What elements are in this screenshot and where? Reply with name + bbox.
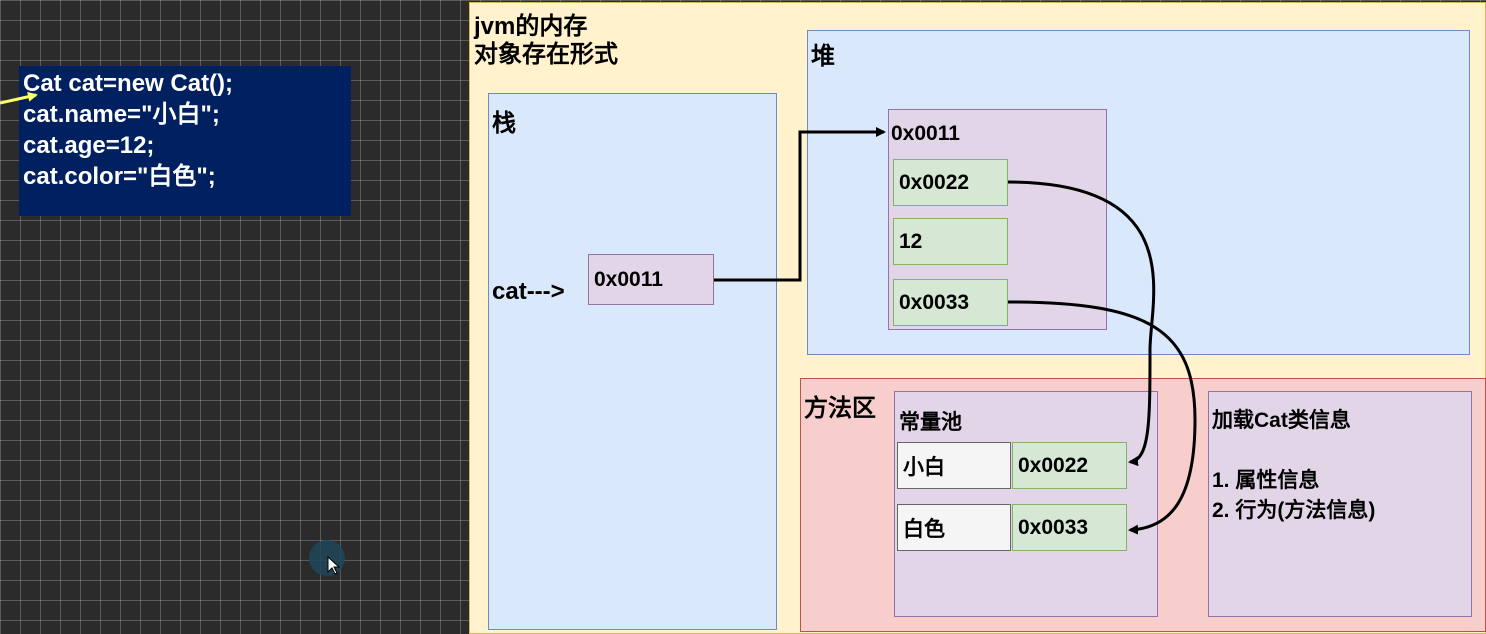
constant-pool-label: 常量池 (899, 411, 962, 434)
code-snippet: Cat cat=new Cat(); cat.name="小白"; cat.ag… (19, 66, 351, 216)
color-reference-arrow (1007, 300, 1197, 535)
constant-address: 0x0022 (1012, 442, 1127, 489)
name-reference-arrow (1007, 180, 1156, 467)
stack-variable-label: cat---> (492, 278, 565, 305)
stack-cat-reference: 0x0011 (588, 254, 714, 305)
code-line: cat.name="小白"; (23, 101, 220, 128)
stack-label: 栈 (492, 110, 516, 137)
code-line: cat.age=12; (23, 132, 155, 159)
constant-address: 0x0033 (1012, 504, 1127, 551)
code-line: cat.color="白色"; (23, 163, 216, 190)
class-info-item: 2. 行为(方法信息) (1212, 499, 1376, 522)
jvm-title: jvm的内存 对象存在形式 (474, 13, 618, 68)
code-pointer-arrow (0, 91, 38, 105)
stack-to-heap-arrow (714, 127, 886, 282)
mouse-cursor-icon (327, 556, 341, 575)
heap-field-name: 0x0022 (893, 159, 1008, 206)
class-info-title: 加载Cat类信息 (1212, 409, 1351, 432)
heap-object-address: 0x0011 (891, 122, 960, 145)
stack-area: 栈 cat---> (488, 93, 777, 630)
code-line: Cat cat=new Cat(); (23, 70, 234, 97)
heap-field-color: 0x0033 (893, 279, 1008, 326)
constant-value: 白色 (897, 504, 1011, 551)
heap-field-age: 12 (893, 218, 1008, 265)
cursor-highlight (309, 540, 345, 576)
class-info-item: 1. 属性信息 (1212, 469, 1320, 492)
class-info: 加载Cat类信息 1. 属性信息 2. 行为(方法信息) (1208, 391, 1472, 617)
method-area-label: 方法区 (804, 395, 876, 422)
heap-label: 堆 (811, 43, 835, 70)
constant-value: 小白 (897, 442, 1011, 489)
